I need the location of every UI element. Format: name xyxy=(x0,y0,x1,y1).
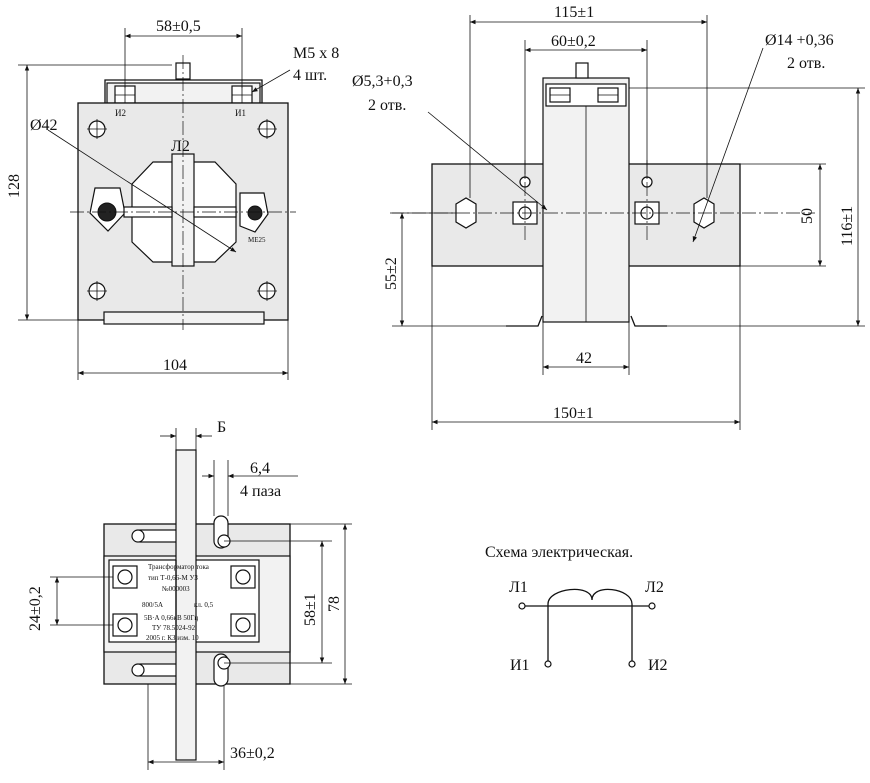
dim-b: Б xyxy=(217,419,226,436)
schematic-i1: И1 xyxy=(510,657,530,674)
schematic-l1: Л1 xyxy=(509,579,528,596)
dim-128: 128 xyxy=(6,174,23,198)
hole-small-1: Ø5,3+0,3 xyxy=(352,73,413,90)
plate-line-1: Трансформатор тока xyxy=(148,563,210,571)
dim-58-top: 58±1 xyxy=(302,593,319,626)
label-l2-front: Л2 xyxy=(171,138,190,155)
dim-78: 78 xyxy=(326,596,343,612)
dim-116: 116±1 xyxy=(839,206,856,246)
mount-hole-tr xyxy=(257,119,277,139)
dim-58: 58±0,5 xyxy=(156,18,201,35)
terminal-screw-left xyxy=(114,85,136,104)
screw-spec-1: M5 x 8 xyxy=(293,45,339,62)
schematic-i2: И2 xyxy=(648,657,668,674)
mount-hole-tl xyxy=(87,119,107,139)
electrical-schematic: Схема электрическая. Л1 Л2 И1 И2 xyxy=(485,544,668,674)
slot-dim-2: 4 паза xyxy=(240,483,281,500)
mount-hole-bl xyxy=(87,281,107,301)
dim-55: 55±2 xyxy=(383,257,400,290)
seal-label: МЕ25 xyxy=(248,236,266,244)
slot-dim-1: 6,4 xyxy=(250,460,270,477)
dim-42: 42 xyxy=(576,350,592,367)
top-bracket xyxy=(104,79,263,103)
hole-large-2: 2 отв. xyxy=(787,55,825,72)
dim-60: 60±0,2 xyxy=(551,33,596,50)
plate-line-2: тип Т-0,66-М УЗ xyxy=(148,574,198,582)
plate-line-8: 2005 г. КЗ изм. 10 xyxy=(146,634,199,642)
schematic-title: Схема электрическая. xyxy=(485,544,633,561)
plate-line-6: 5В·А 0,66кВ 50Гц xyxy=(144,614,198,622)
hole-large-1: Ø14 +0,36 xyxy=(765,32,834,49)
terminal-i2: И2 xyxy=(115,108,126,118)
hole-small-2: 2 отв. xyxy=(368,97,406,114)
dim-115: 115±1 xyxy=(554,4,594,21)
plate-line-4: 800/5А xyxy=(142,601,163,609)
plate-line-5: кл. 0,5 xyxy=(194,601,214,609)
diameter-42: Ø42 xyxy=(30,117,58,134)
plate-line-7: ТУ 78.5024-92 xyxy=(152,624,196,632)
top-busbar xyxy=(175,449,197,761)
plate-line-3: №000003 xyxy=(162,585,190,593)
schematic-l2: Л2 xyxy=(645,579,664,596)
dim-104: 104 xyxy=(163,357,187,374)
side-view: 115±1 60±0,2 Ø14 +0,36 2 отв. Ø5,3+0,3 2… xyxy=(352,4,865,430)
front-view: 58±0,5 M5 x 8 4 шт. Ø42 Л2 И2 И1 МЕ25 12… xyxy=(6,18,339,380)
mount-hole-br xyxy=(257,281,277,301)
terminal-screw-right xyxy=(231,85,253,104)
dim-150: 150±1 xyxy=(553,405,594,422)
terminal-i1: И1 xyxy=(235,108,246,118)
top-view: Трансформатор тока тип Т-0,66-М УЗ №0000… xyxy=(27,419,352,770)
dim-36: 36±0,2 xyxy=(230,745,275,762)
dim-50: 50 xyxy=(799,208,816,224)
screw-spec-2: 4 шт. xyxy=(293,67,327,84)
secondary-coil xyxy=(547,588,633,606)
dim-24: 24±0,2 xyxy=(27,586,44,631)
